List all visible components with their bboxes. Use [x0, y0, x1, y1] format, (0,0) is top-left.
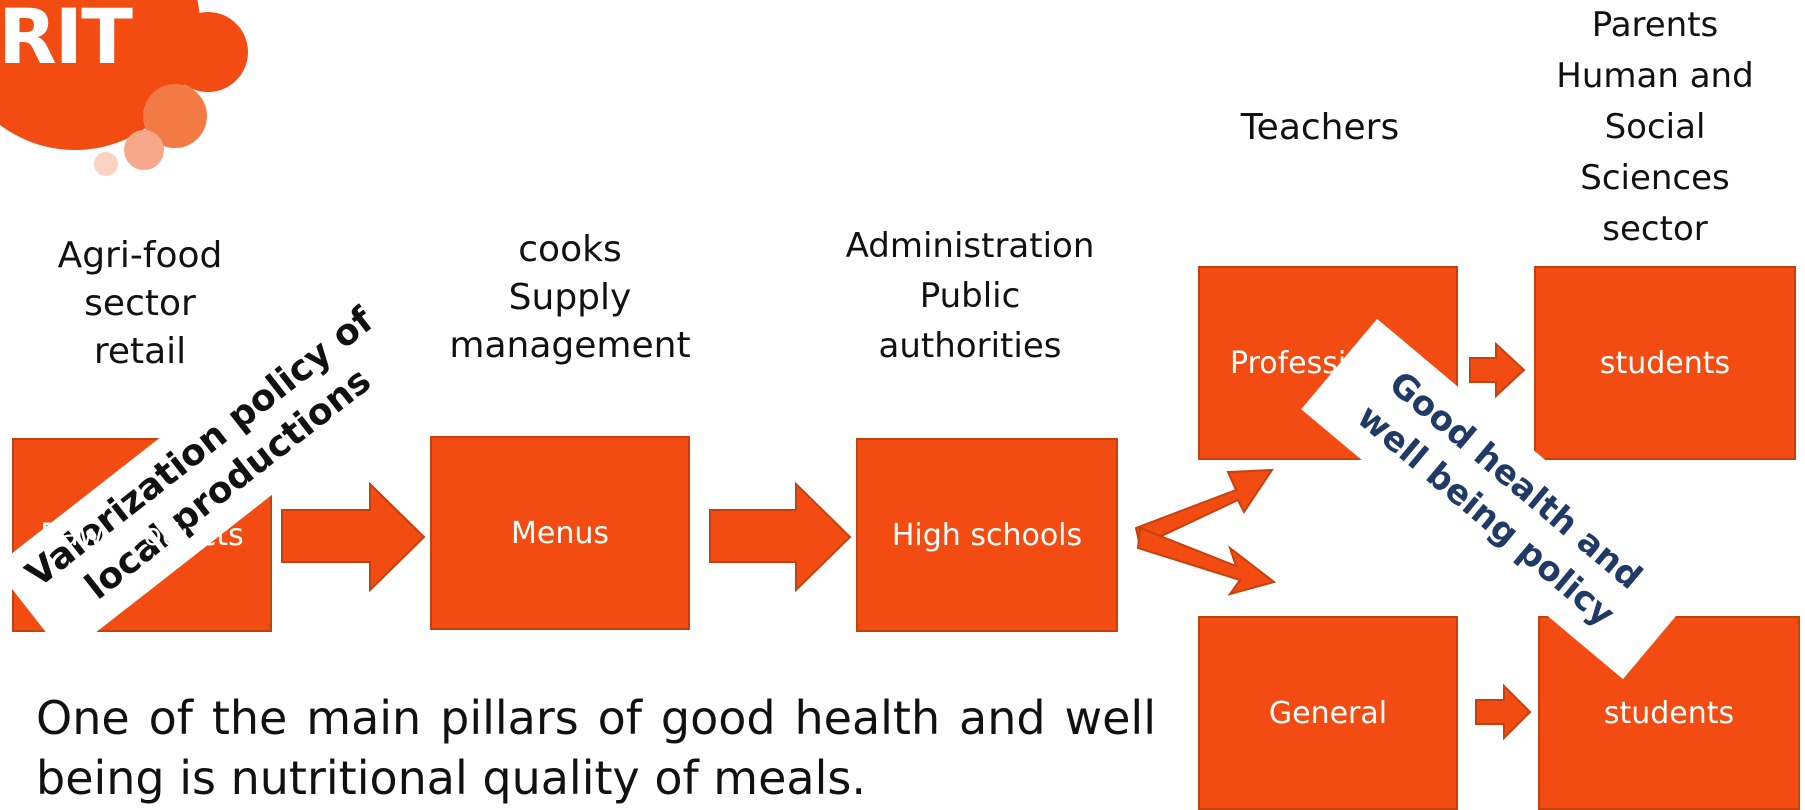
- arrow-raw-to-menus: [281, 481, 426, 593]
- box-students-bottom: students: [1538, 616, 1800, 810]
- box-high-schools: High schools: [856, 438, 1118, 632]
- label-cooks: cooks Supply management: [449, 229, 691, 366]
- arrow-highschools-to-general: [1136, 526, 1277, 596]
- arrow-menus-to-highschools: [709, 481, 852, 593]
- main-paragraph: One of the main pillars of good health a…: [36, 691, 1156, 805]
- arrow-general-to-students: [1475, 683, 1532, 741]
- box-general: General: [1198, 616, 1458, 810]
- logo-circles: [0, 0, 248, 176]
- arrow-highschools-to-professional: [1134, 468, 1274, 548]
- arrow-professional-to-students: [1469, 341, 1526, 399]
- logo-text: IRIT: [0, 0, 133, 81]
- box-menus: Menus: [430, 436, 690, 630]
- label-agrifood: Agri-food sector retail: [57, 235, 223, 372]
- label-administration: Administration Public authorities: [845, 226, 1095, 366]
- box-raw-products: Raw products: [12, 438, 272, 632]
- label-parents: Parents Human and Social Sciences sector: [1556, 5, 1754, 249]
- irit-logo: IRIT: [0, 0, 320, 200]
- box-students-top: students: [1534, 266, 1796, 460]
- label-teachers: Teachers: [1240, 107, 1400, 148]
